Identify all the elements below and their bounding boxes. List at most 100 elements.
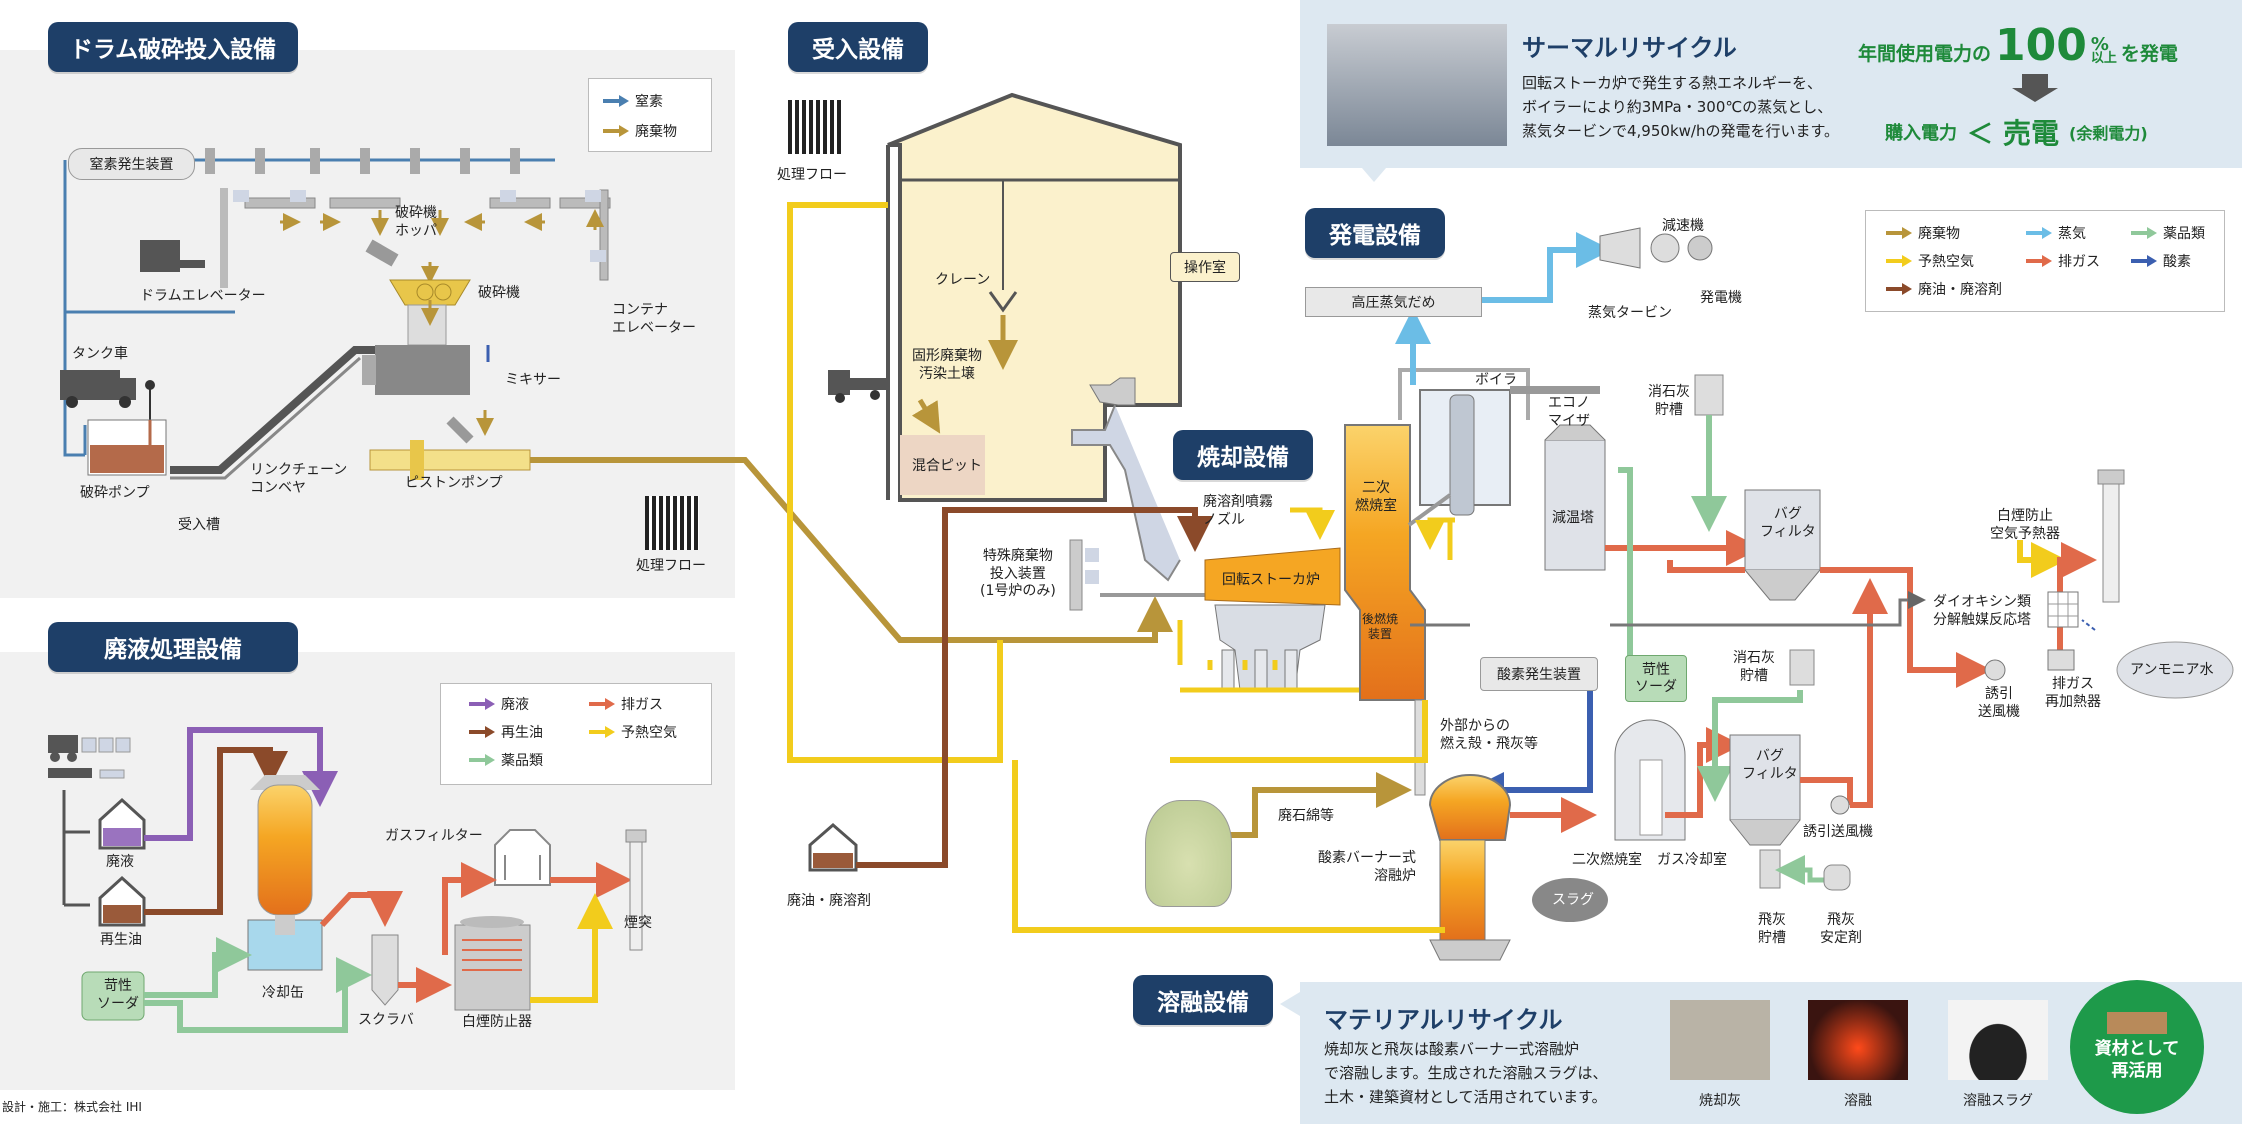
label-line: 消石灰 xyxy=(1733,650,1775,666)
melt-photo xyxy=(1808,1000,1908,1080)
legend-label: 再生油 xyxy=(501,725,543,741)
boiler-label: ボイラ xyxy=(1475,372,1517,388)
slag-label: スラグ xyxy=(1552,892,1594,908)
label-line: マイザ xyxy=(1548,412,1590,429)
caustic-soda-incin: 苛性 ソーダ xyxy=(1625,655,1687,702)
legend-main-item: 廃油・廃溶剤 xyxy=(1886,279,2002,299)
bag-filter-1-label: バグ フィルタ xyxy=(1760,506,1816,541)
legend-liquid: 廃液 排ガス 再生油 予熱空気 薬品類 xyxy=(440,683,712,785)
credit-text: 設計・施工：株式会社 IHI xyxy=(2,1100,142,1114)
legend-label: 薬品類 xyxy=(2163,226,2205,242)
gas-cooling-label: ガス冷却室 xyxy=(1657,852,1727,868)
qr-code-icon[interactable] xyxy=(645,496,699,550)
scrubber-label: スクラバ xyxy=(358,1012,414,1028)
arrow-icon xyxy=(1886,255,1912,267)
cooling-can-label: 冷却缶 xyxy=(262,985,304,1001)
fan2-label: 誘引送風機 xyxy=(1803,824,1873,840)
power-over: 以上 xyxy=(2090,51,2117,66)
buy-sell-line: 購入電力 ＜ 売電 (余剰電力) xyxy=(1885,112,2148,152)
label-line: 燃焼室 xyxy=(1355,497,1397,514)
legend-main-item: 廃棄物 xyxy=(1886,223,1960,243)
label-line: 汚染土壌 xyxy=(919,365,975,382)
post-combustion-label: 後燃焼 装置 xyxy=(1362,612,1398,642)
section-receiving: 受入設備 xyxy=(788,22,928,72)
label-line: 再加熱器 xyxy=(2045,693,2101,710)
label-line: 貯槽 xyxy=(1740,667,1768,684)
legend-drum: 窒素 廃棄物 xyxy=(588,78,712,152)
legend-label: 窒素 xyxy=(635,94,663,110)
reuse-circle: 資材として 再活用 xyxy=(2070,980,2204,1114)
label-line: 装置 xyxy=(1368,627,1393,641)
qr-label-drum: 処理フロー xyxy=(636,558,706,574)
oxy-burner-label: 酸素バーナー式 溶融炉 xyxy=(1318,850,1416,885)
section-power: 発電設備 xyxy=(1305,208,1445,258)
generator-label: 発電機 xyxy=(1700,290,1742,306)
step-ash: 焼却灰 xyxy=(1699,1093,1741,1109)
gas-filter-label: ガスフィルター xyxy=(385,828,483,844)
material-desc-2: で溶融します。生成された溶融スラグは、 xyxy=(1324,1064,1608,1082)
label-line: 外部からの xyxy=(1440,718,1510,734)
legend-label: 廃液 xyxy=(501,697,529,713)
oxygen-generator: 酸素発生装置 xyxy=(1480,657,1598,691)
legend-label: 予熱空気 xyxy=(1918,254,1974,270)
label-line: リンクチェーン xyxy=(250,462,348,478)
cooling-tower-label: 減温塔 xyxy=(1552,510,1594,526)
thermal-photo xyxy=(1327,24,1507,146)
arrow-icon xyxy=(469,698,495,710)
label-line: 飛灰 xyxy=(1758,912,1786,928)
label-line: コンテナ xyxy=(612,302,668,318)
legend-label: 予熱空気 xyxy=(621,725,677,741)
buy-power: 購入電力 xyxy=(1885,123,1957,144)
waste-liquid-label: 廃液 xyxy=(106,854,134,870)
label-line: エコノ xyxy=(1548,395,1590,411)
legend-main: 廃棄物 蒸気 薬品類 予熱空気 排ガス 酸素 廃油・廃溶剤 xyxy=(1865,210,2225,312)
container-elevator-label: コンテナ エレベーター xyxy=(612,302,696,337)
down-arrow-icon xyxy=(2022,74,2048,88)
nitrogen-generator: 窒素発生装置 xyxy=(68,148,195,180)
economizer-label: エコノ マイザ xyxy=(1548,395,1590,430)
legend-label: 廃棄物 xyxy=(1918,226,1960,242)
reheater-label: 排ガス 再加熱器 xyxy=(2045,676,2101,711)
section-drum: ドラム破砕投入設備 xyxy=(48,22,298,72)
step-melt: 溶融 xyxy=(1844,1093,1872,1109)
dioxin-tower-label: ダイオキシン類 分解触媒反応塔 xyxy=(1933,594,2031,629)
legend-main-item: 酸素 xyxy=(2131,251,2191,271)
legend-label: 廃油・廃溶剤 xyxy=(1918,282,2002,298)
label-line: 誘引 xyxy=(1985,686,2013,702)
section-liquid: 廃液処理設備 xyxy=(48,622,298,672)
legend-liquid-item: 廃液 xyxy=(469,694,529,714)
label-line: 苛性 xyxy=(1642,661,1670,678)
material-desc-3: 土木・建築資材として活用されています。 xyxy=(1324,1088,1607,1106)
white-smoke-heater-label: 白煙防止 空気予熱器 xyxy=(1990,508,2060,543)
step-slag: 溶融スラグ xyxy=(1963,1093,2033,1109)
label-line: ノズル xyxy=(1203,511,1245,528)
legend-drum-item: 窒素 xyxy=(603,91,663,111)
label-line: 固形廃棄物 xyxy=(912,348,982,364)
label-line: ソーダ xyxy=(1635,678,1677,695)
material-title: マテリアルリサイクル xyxy=(1324,1006,1563,1034)
qr-code-icon[interactable] xyxy=(788,100,842,154)
arrow-icon xyxy=(1886,283,1912,295)
external-ash-label: 外部からの 燃え殻・飛灰等 xyxy=(1440,718,1538,753)
arrow-icon xyxy=(603,125,629,137)
bag-filter-2-label: バグ フィルタ xyxy=(1742,748,1798,783)
power-statement: 年間使用電力の 100 % 以上 を発電 xyxy=(1858,24,2178,68)
arrow-icon xyxy=(589,726,615,738)
thermal-panel-pointer-icon xyxy=(1362,168,1386,182)
arrow-icon xyxy=(2026,255,2052,267)
label-line: 白煙防止 xyxy=(1997,508,2053,524)
legend-liquid-item: 再生油 xyxy=(469,722,543,742)
label-line: 飛灰 xyxy=(1827,912,1855,928)
arrow-icon xyxy=(603,95,629,107)
secondary-chamber-label: 二次 燃焼室 xyxy=(1355,480,1397,515)
label-line: 苛性 xyxy=(104,978,132,994)
legend-main-item: 排ガス xyxy=(2026,251,2100,271)
label-line: フィルタ xyxy=(1742,765,1798,782)
label-line: ソーダ xyxy=(97,995,139,1012)
fly-stabilizer-label: 飛灰 安定剤 xyxy=(1820,912,1862,947)
receiving-tank-label: 受入槽 xyxy=(178,517,220,533)
power-prefix: 年間使用電力の xyxy=(1858,43,1992,65)
lime-silo-2-label: 消石灰 貯槽 xyxy=(1733,650,1775,685)
label-line: エレベーター xyxy=(612,319,696,336)
arrow-icon xyxy=(2131,255,2157,267)
